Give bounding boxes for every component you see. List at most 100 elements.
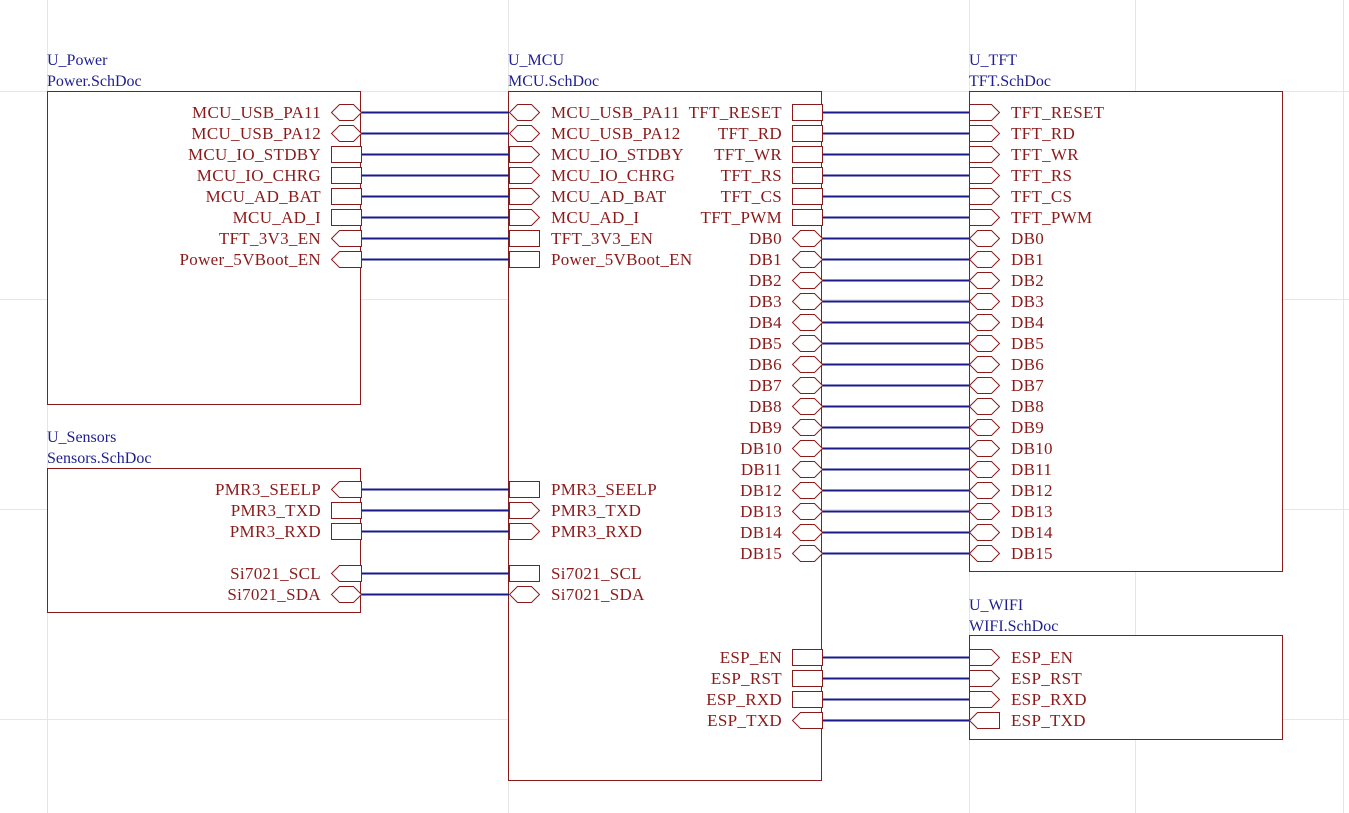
mcu-entry-port-mcu_io_stdby[interactable] bbox=[509, 146, 541, 163]
mcu-entry-label: TFT_RESET bbox=[689, 103, 783, 122]
tft-entry-port-db6[interactable] bbox=[968, 356, 1001, 373]
power-entry-port-mcu_ad_bat[interactable] bbox=[331, 188, 362, 205]
wifi-sheet-symbol[interactable] bbox=[969, 635, 1283, 740]
tft-entry-label: DB3 bbox=[1011, 292, 1044, 311]
power-entry-port-tft_3v3_en[interactable] bbox=[330, 230, 362, 247]
tft-entry-port-db8[interactable] bbox=[968, 398, 1001, 415]
tft-sheet-symbol[interactable] bbox=[969, 91, 1283, 572]
mcu-entry-port-db14[interactable] bbox=[791, 524, 824, 541]
mcu-entry-port-mcu_usb_pa12[interactable] bbox=[508, 125, 541, 142]
mcu-entry-port-mcu_ad_i[interactable] bbox=[509, 209, 541, 226]
mcu-entry-port-tft_cs[interactable] bbox=[792, 188, 823, 205]
mcu-entry-port-tft_rd[interactable] bbox=[792, 125, 823, 142]
mcu-entry-port-db9[interactable] bbox=[791, 419, 824, 436]
tft-entry-port-tft_cs[interactable] bbox=[969, 188, 1001, 205]
tft-entry-port-tft_rs[interactable] bbox=[969, 167, 1001, 184]
tft-entry-label: TFT_RS bbox=[1011, 166, 1072, 185]
mcu-entry-port-tft_rs[interactable] bbox=[792, 167, 823, 184]
tft-entry-port-db12[interactable] bbox=[968, 482, 1001, 499]
mcu-entry-port-esp_en[interactable] bbox=[792, 649, 823, 666]
power-entry-port-mcu_ad_i[interactable] bbox=[331, 209, 362, 226]
mcu-entry-port-db10[interactable] bbox=[791, 440, 824, 457]
wifi-designator: U_WIFI bbox=[969, 597, 1023, 614]
mcu-entry-label: TFT_WR bbox=[714, 145, 782, 164]
wifi-entry-port-esp_txd[interactable] bbox=[968, 712, 1000, 729]
mcu-entry-port-tft_wr[interactable] bbox=[792, 146, 823, 163]
tft-entry-port-db5[interactable] bbox=[968, 335, 1001, 352]
mcu-entry-port-power_5vboot_en[interactable] bbox=[509, 251, 540, 268]
tft-entry-port-db9[interactable] bbox=[968, 419, 1001, 436]
mcu-entry-label: TFT_3V3_EN bbox=[551, 229, 653, 248]
power-sheet-symbol[interactable] bbox=[47, 91, 361, 405]
mcu-entry-port-db5[interactable] bbox=[791, 335, 824, 352]
wifi-entry-port-esp_en[interactable] bbox=[969, 649, 1001, 666]
sensors-entry-port-si7021_sda[interactable] bbox=[330, 586, 363, 603]
mcu-entry-port-db1[interactable] bbox=[791, 251, 824, 268]
tft-entry-port-db3[interactable] bbox=[968, 293, 1001, 310]
tft-entry-port-tft_reset[interactable] bbox=[969, 104, 1001, 121]
tft-entry-port-db2[interactable] bbox=[968, 272, 1001, 289]
mcu-designator: U_MCU bbox=[508, 52, 564, 69]
wifi-entry-port-esp_rst[interactable] bbox=[969, 670, 1001, 687]
wires-layer bbox=[361, 111, 969, 722]
mcu-entry-port-esp_rst[interactable] bbox=[792, 670, 823, 687]
wifi-entry-port-esp_rxd[interactable] bbox=[969, 691, 1001, 708]
mcu-entry-port-esp_txd[interactable] bbox=[791, 712, 823, 729]
power-entry-port-mcu_usb_pa12[interactable] bbox=[330, 125, 363, 142]
mcu-entry-port-mcu_ad_bat[interactable] bbox=[509, 188, 541, 205]
power-entry-label: Power_5VBoot_EN bbox=[180, 250, 321, 269]
mcu-entry-port-db6[interactable] bbox=[791, 356, 824, 373]
mcu-entry-label: MCU_IO_STDBY bbox=[551, 145, 684, 164]
sensors-sheet-symbol[interactable] bbox=[47, 468, 361, 613]
tft-entry-port-db11[interactable] bbox=[968, 461, 1001, 478]
mcu-entry-port-db13[interactable] bbox=[791, 503, 824, 520]
tft-entry-port-db10[interactable] bbox=[968, 440, 1001, 457]
power-entry-port-power_5vboot_en[interactable] bbox=[330, 251, 362, 268]
mcu-entry-label: Si7021_SCL bbox=[551, 564, 642, 583]
mcu-entry-port-db11[interactable] bbox=[791, 461, 824, 478]
mcu-entry-port-db2[interactable] bbox=[791, 272, 824, 289]
mcu-entry-port-db4[interactable] bbox=[791, 314, 824, 331]
mcu-entry-port-pmr3_txd[interactable] bbox=[509, 502, 541, 519]
mcu-entry-port-db3[interactable] bbox=[791, 293, 824, 310]
sensors-entry-port-pmr3_txd[interactable] bbox=[331, 502, 362, 519]
mcu-entry-port-mcu_usb_pa11[interactable] bbox=[508, 104, 541, 121]
mcu-entry-port-esp_rxd[interactable] bbox=[792, 691, 823, 708]
mcu-entry-port-mcu_io_chrg[interactable] bbox=[509, 167, 541, 184]
mcu-entry-port-db15[interactable] bbox=[791, 545, 824, 562]
tft-entry-port-db7[interactable] bbox=[968, 377, 1001, 394]
mcu-entry-port-tft_reset[interactable] bbox=[792, 104, 823, 121]
mcu-entry-port-tft_pwm[interactable] bbox=[792, 209, 823, 226]
power-entry-port-mcu_io_chrg[interactable] bbox=[331, 167, 362, 184]
tft-entry-port-db4[interactable] bbox=[968, 314, 1001, 331]
mcu-entry-port-si7021_scl[interactable] bbox=[509, 565, 540, 582]
tft-entry-port-db0[interactable] bbox=[968, 230, 1001, 247]
mcu-entry-port-pmr3_seelp[interactable] bbox=[509, 481, 540, 498]
mcu-entry-label: DB7 bbox=[749, 376, 782, 395]
power-entry-port-mcu_io_stdby[interactable] bbox=[331, 146, 362, 163]
tft-entry-port-tft_wr[interactable] bbox=[969, 146, 1001, 163]
power-entry-port-mcu_usb_pa11[interactable] bbox=[330, 104, 363, 121]
tft-entry-port-tft_pwm[interactable] bbox=[969, 209, 1001, 226]
sensors-entry-port-pmr3_rxd[interactable] bbox=[331, 523, 362, 540]
mcu-entry-label: ESP_EN bbox=[720, 648, 782, 667]
mcu-entry-label: DB12 bbox=[740, 481, 782, 500]
power-entry-label: TFT_3V3_EN bbox=[219, 229, 321, 248]
mcu-entry-port-tft_3v3_en[interactable] bbox=[509, 230, 540, 247]
tft-entry-port-tft_rd[interactable] bbox=[969, 125, 1001, 142]
tft-entry-port-db1[interactable] bbox=[968, 251, 1001, 268]
sensors-entry-port-pmr3_seelp[interactable] bbox=[330, 481, 362, 498]
mcu-sheet-symbol[interactable] bbox=[508, 91, 822, 781]
mcu-entry-port-db12[interactable] bbox=[791, 482, 824, 499]
tft-entry-label: TFT_RD bbox=[1011, 124, 1075, 143]
sensors-entry-port-si7021_scl[interactable] bbox=[330, 565, 362, 582]
tft-entry-port-db14[interactable] bbox=[968, 524, 1001, 541]
mcu-filename: MCU.SchDoc bbox=[508, 73, 599, 90]
mcu-entry-port-pmr3_rxd[interactable] bbox=[509, 523, 541, 540]
mcu-entry-port-si7021_sda[interactable] bbox=[508, 586, 541, 603]
mcu-entry-port-db0[interactable] bbox=[791, 230, 824, 247]
tft-entry-port-db13[interactable] bbox=[968, 503, 1001, 520]
mcu-entry-port-db7[interactable] bbox=[791, 377, 824, 394]
tft-entry-port-db15[interactable] bbox=[968, 545, 1001, 562]
mcu-entry-port-db8[interactable] bbox=[791, 398, 824, 415]
